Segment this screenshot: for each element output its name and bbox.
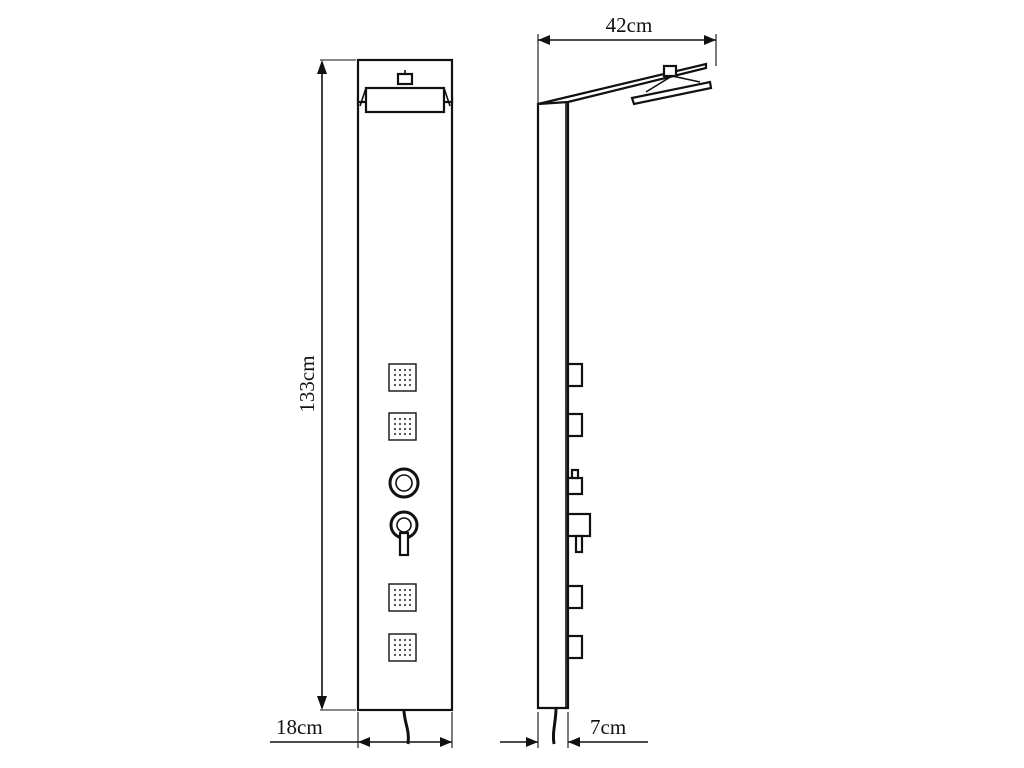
jet-nozzle-dot <box>408 373 412 377</box>
jet-nozzle-dot <box>393 373 397 377</box>
jet-nozzle-dot <box>408 432 412 436</box>
jet-nozzle-dot <box>403 653 407 657</box>
front-jet-4 <box>388 633 417 662</box>
jet-nozzle-dot <box>403 643 407 647</box>
front-panel-body <box>356 96 454 712</box>
jet-nozzle-dot <box>408 648 412 652</box>
jet-nozzle-dot <box>393 427 397 431</box>
front-width-label: 18cm <box>276 715 323 739</box>
jet-nozzle-dot <box>403 422 407 426</box>
side-panel-body <box>536 96 570 710</box>
jet-nozzle-dot <box>393 378 397 382</box>
side-jet-2 <box>566 412 584 438</box>
jet-nozzle-dot <box>393 383 397 387</box>
jet-nozzle-dot <box>403 427 407 431</box>
head-reach-dimension: 42cm <box>537 13 717 104</box>
jet-nozzle-dot <box>403 648 407 652</box>
jet-nozzle-dot <box>398 598 402 602</box>
jet-nozzle-dot <box>398 588 402 592</box>
jet-nozzle-dot <box>398 593 402 597</box>
jet-nozzle-dot <box>398 417 402 421</box>
jet-nozzle-dot <box>393 593 397 597</box>
jet-nozzle-dot <box>398 422 402 426</box>
jet-nozzle-dot <box>393 588 397 592</box>
side-depth-dimension: 7cm <box>500 712 648 748</box>
front-view <box>356 58 454 745</box>
shower-arm <box>537 62 708 106</box>
jet-nozzle-dot <box>398 368 402 372</box>
jet-nozzle-dot <box>408 653 412 657</box>
front-width-dimension: 18cm <box>270 712 453 748</box>
shower-head-nut <box>396 72 414 86</box>
jet-nozzle-dot <box>408 603 412 607</box>
jet-nozzle-dot <box>393 638 397 642</box>
jet-nozzle-dot <box>398 603 402 607</box>
jet-nozzle-dot <box>403 588 407 592</box>
jet-nozzle-dot <box>408 368 412 372</box>
jet-nozzle-dot <box>408 638 412 642</box>
jet-nozzle-dot <box>403 373 407 377</box>
height-label: 133cm <box>295 355 319 412</box>
jet-nozzle-dot <box>398 378 402 382</box>
jet-nozzle-dot <box>403 638 407 642</box>
jet-nozzle-dot <box>398 648 402 652</box>
jet-nozzle-dot <box>408 417 412 421</box>
jet-nozzle-dot <box>393 598 397 602</box>
jet-nozzle-dot <box>408 422 412 426</box>
side-view <box>536 62 713 745</box>
jet-nozzle-dot <box>398 432 402 436</box>
front-jet-1 <box>388 363 417 392</box>
front-jet-3 <box>388 583 417 612</box>
jet-nozzle-dot <box>403 368 407 372</box>
side-jet-3 <box>566 584 584 610</box>
jet-nozzle-dot <box>398 383 402 387</box>
side-mixer-lever <box>566 512 592 554</box>
jet-nozzle-dot <box>393 653 397 657</box>
jet-nozzle-dot <box>408 383 412 387</box>
jet-nozzle-dot <box>408 588 412 592</box>
jet-nozzle-dot <box>393 648 397 652</box>
jet-nozzle-dot <box>403 378 407 382</box>
side-jet-1 <box>566 362 584 388</box>
side-diverter-knob <box>566 468 584 496</box>
front-mixer-lever <box>389 510 419 557</box>
jet-nozzle-dot <box>403 432 407 436</box>
jet-nozzle-dot <box>398 638 402 642</box>
jet-nozzle-dot <box>408 427 412 431</box>
height-dimension: 133cm <box>295 59 356 711</box>
jet-nozzle-dot <box>408 593 412 597</box>
jet-nozzle-dot <box>403 598 407 602</box>
jet-nozzle-dot <box>393 368 397 372</box>
side-jet-4 <box>566 634 584 660</box>
jet-nozzle-dot <box>398 427 402 431</box>
jet-nozzle-dot <box>398 643 402 647</box>
jet-nozzle-dot <box>393 417 397 421</box>
jet-nozzle-dot <box>408 378 412 382</box>
head-reach-label: 42cm <box>606 13 653 37</box>
jet-nozzle-dot <box>398 653 402 657</box>
jet-nozzle-dot <box>403 593 407 597</box>
jet-nozzle-dot <box>393 432 397 436</box>
side-depth-label: 7cm <box>590 715 626 739</box>
side-hose <box>551 707 558 745</box>
jet-nozzle-dot <box>393 643 397 647</box>
side-shower-head <box>630 64 713 106</box>
jet-nozzle-dot <box>408 643 412 647</box>
jet-nozzle-dot <box>393 603 397 607</box>
jet-nozzle-dot <box>403 603 407 607</box>
front-jet-2 <box>388 412 417 441</box>
front-diverter-knob <box>388 467 420 499</box>
jet-nozzle-dot <box>398 373 402 377</box>
jet-nozzle-dot <box>403 417 407 421</box>
jet-nozzle-dot <box>408 598 412 602</box>
front-hose <box>402 709 410 745</box>
jet-nozzle-dot <box>403 383 407 387</box>
front-top-cap <box>356 58 454 114</box>
jet-nozzle-dot <box>393 422 397 426</box>
